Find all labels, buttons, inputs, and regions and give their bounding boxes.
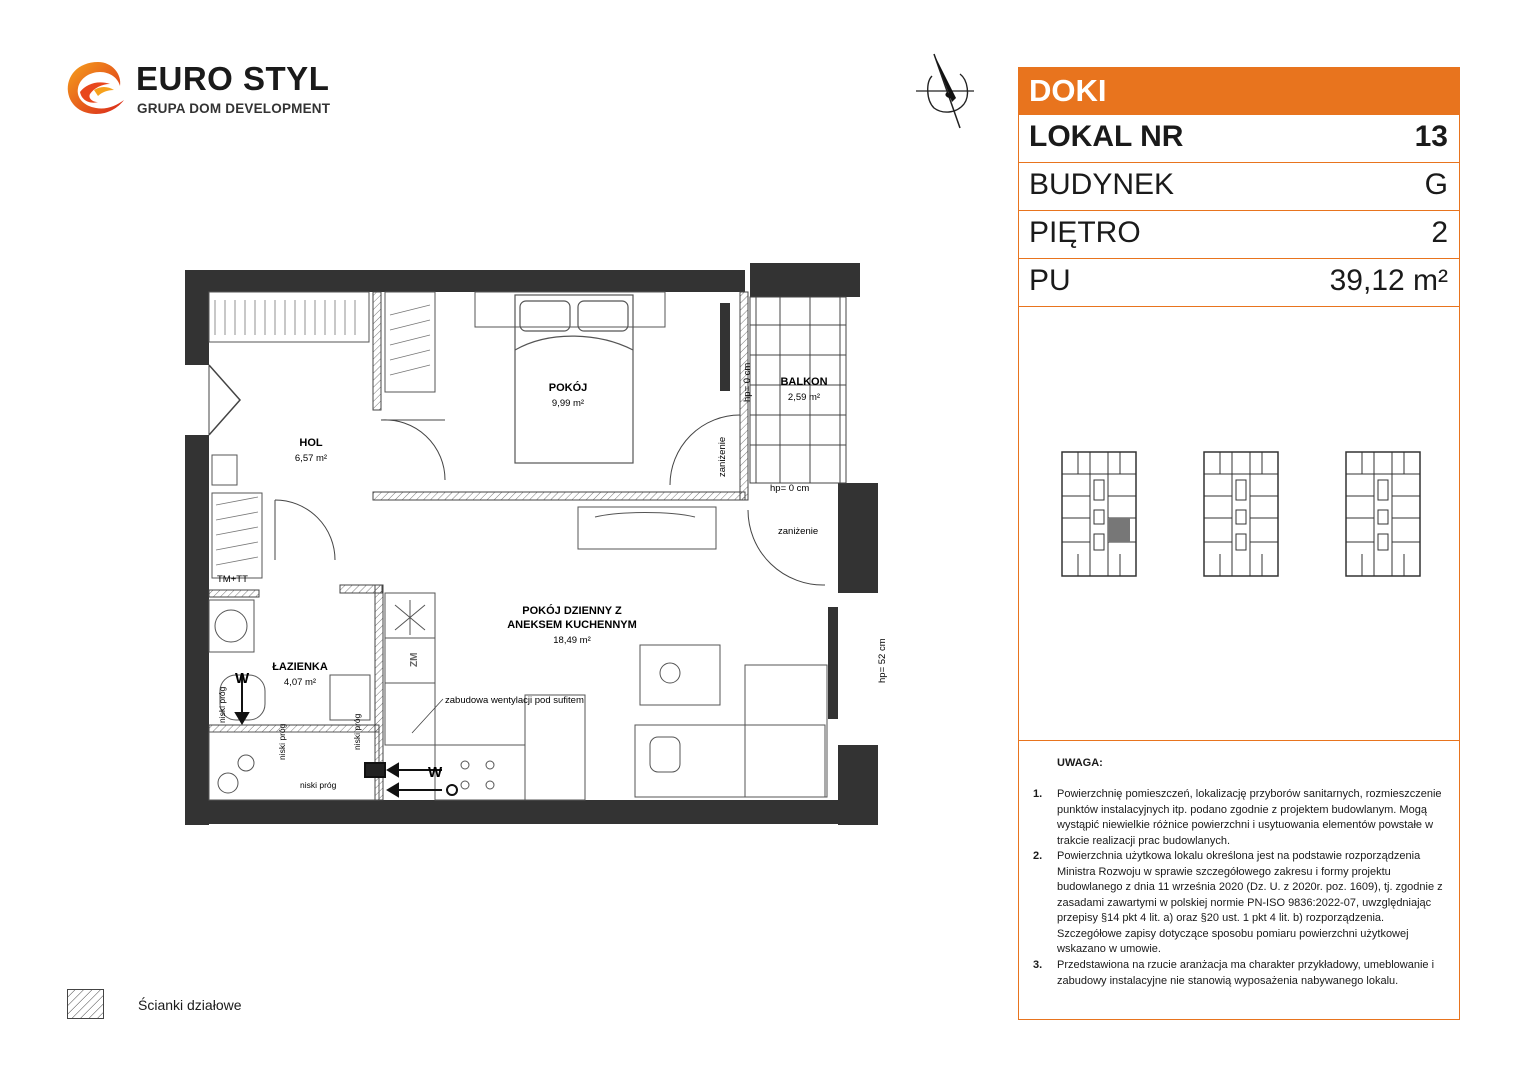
low-threshold-label-3: niski próg — [352, 713, 362, 750]
room-balkon-area: 2,59 m² — [788, 392, 820, 403]
low-threshold-label-4: niski próg — [300, 780, 337, 790]
low-threshold-label-2: niski próg — [277, 723, 287, 760]
room-dzienny-area: 18,49 m² — [553, 635, 591, 646]
brand-name: EURO STYL — [136, 60, 330, 97]
zm-label: ZM — [409, 653, 420, 667]
row-pu: PU 39,12 m² — [1018, 259, 1460, 307]
lokal-nr-value: 13 — [1414, 120, 1448, 153]
wall-west-upper — [185, 270, 209, 365]
window-pier-living — [828, 607, 838, 719]
pietro-value: 2 — [1431, 216, 1448, 249]
pu-label: PU — [1029, 264, 1071, 297]
ventilation-label: zabudowa wentylacji pod sufitem — [445, 695, 584, 706]
w-marker-kitchen: W — [428, 764, 443, 781]
room-dzienny-line1: POKÓJ DZIENNY Z — [522, 604, 622, 617]
wall-east-pillar — [838, 483, 878, 593]
zanizenie-horizontal-label: zaniżenie — [778, 526, 818, 537]
hp-52-label: hp= 52 cm — [877, 638, 888, 683]
room-dzienny-line2: ANEKSEM KUCHENNYM — [507, 619, 637, 631]
brand-subtitle: GRUPA DOM DEVELOPMENT — [137, 101, 331, 116]
zanizenie-vertical-label: zaniżenie — [717, 437, 728, 477]
notes-divider — [1018, 740, 1460, 741]
partition-wall-hatch-icon — [67, 989, 104, 1019]
row-budynek: BUDYNEK G — [1018, 163, 1460, 211]
building-floor-thumbnails — [1061, 451, 1421, 577]
room-pokoj-area: 9,99 m² — [552, 398, 584, 409]
row-lokal-nr: LOKAL NR 13 — [1018, 115, 1460, 163]
note-text: Powierzchnia użytkowa lokalu określona j… — [1057, 850, 1443, 955]
room-hol-name: HOL — [299, 437, 323, 449]
room-pokoj-name: POKÓJ — [549, 381, 588, 394]
investment-name: DOKI — [1029, 73, 1107, 108]
tm-tt-label: TM+TT — [217, 574, 248, 585]
note-text: Powierzchnię pomieszczeń, lokalizację pr… — [1057, 788, 1442, 847]
low-threshold-label-1: niski próg — [217, 686, 227, 723]
wall-north — [185, 270, 745, 292]
note-number: 1. — [1033, 788, 1043, 800]
room-hol-area: 6,57 m² — [295, 453, 327, 464]
panel-header — [1018, 67, 1460, 115]
note-number: 2. — [1033, 850, 1043, 862]
room-balkon-name: BALKON — [780, 376, 827, 388]
row-pietro: PIĘTRO 2 — [1018, 211, 1460, 259]
pu-value: 39,12 m² — [1329, 264, 1448, 297]
floor-plan: POKÓJ 9,99 m² BALKON 2,59 m² HOL 6,57 m²… — [185, 263, 888, 825]
notes-heading: UWAGA: — [1057, 757, 1103, 769]
north-compass-icon — [916, 53, 974, 129]
note-text: Przedstawiona na rzucie aranżacja ma cha… — [1057, 959, 1435, 987]
note-number: 3. — [1033, 959, 1043, 971]
budynek-label: BUDYNEK — [1029, 168, 1175, 201]
w-marker-bathroom: W — [235, 670, 250, 687]
hp-0-vertical-label: hp= 0 cm — [742, 363, 753, 402]
room-lazienka-name: ŁAZIENKA — [272, 661, 328, 673]
budynek-value: G — [1424, 168, 1448, 201]
legend-label: Ścianki działowe — [138, 997, 242, 1013]
euro-styl-logo-icon — [67, 62, 124, 114]
wall-balcony-top — [750, 263, 860, 297]
hp-0-horizontal-label: hp= 0 cm — [770, 483, 809, 494]
window-pier-bedroom — [720, 303, 730, 391]
room-lazienka-area: 4,07 m² — [284, 677, 316, 688]
wall-south — [185, 800, 878, 824]
pietro-label: PIĘTRO — [1029, 216, 1141, 249]
wall-west-lower — [185, 435, 209, 825]
lokal-nr-label: LOKAL NR — [1029, 120, 1184, 153]
